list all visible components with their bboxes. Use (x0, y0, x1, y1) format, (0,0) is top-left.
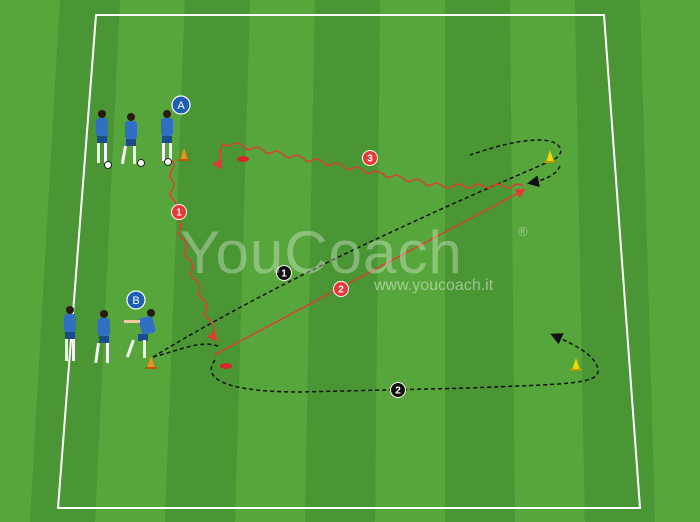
black-route-1-end (527, 165, 561, 188)
red-dribble-3 (212, 142, 524, 189)
red-step-3-badge: 3 (362, 150, 378, 166)
watermark-registered-mark: ® (518, 224, 528, 239)
group-badge-b: B (126, 290, 146, 310)
red-1-label: 1 (176, 208, 182, 219)
red-step-2-badge: 2 (333, 281, 349, 297)
black-step-2-badge: 2 (390, 382, 406, 398)
player (96, 110, 112, 169)
badge-b-label: B (132, 295, 139, 307)
player (120, 113, 145, 167)
cone-yellow-bottom (570, 358, 582, 371)
cone-red-bottom (220, 363, 232, 369)
cone-red-top (237, 156, 249, 162)
black-route-2-start (152, 343, 219, 358)
player (94, 310, 110, 364)
player (64, 306, 76, 361)
watermark-logo: YouCoach (180, 219, 463, 286)
player-group-b (64, 306, 156, 364)
player (124, 309, 156, 358)
red-step-1-badge: 1 (171, 204, 187, 220)
red-2-label: 2 (338, 285, 344, 296)
group-badge-a: A (171, 95, 191, 115)
watermark-url: www.youcoach.it (374, 277, 494, 294)
black-1-label: 1 (281, 269, 287, 280)
pitch-boundary (56, 14, 642, 509)
red-pass-2 (213, 189, 526, 356)
black-2-label: 2 (395, 386, 401, 397)
black-route-2 (210, 333, 599, 393)
player (161, 110, 173, 166)
badge-a-label: A (177, 100, 185, 112)
red-dribble-1 (169, 159, 218, 342)
cone-orange-b (145, 356, 157, 369)
black-step-1-badge: 1 (276, 265, 292, 281)
red-3-label: 3 (367, 154, 373, 165)
cone-orange-a (178, 148, 190, 161)
cone-yellow-top (544, 150, 556, 163)
player-group-a (96, 110, 173, 169)
